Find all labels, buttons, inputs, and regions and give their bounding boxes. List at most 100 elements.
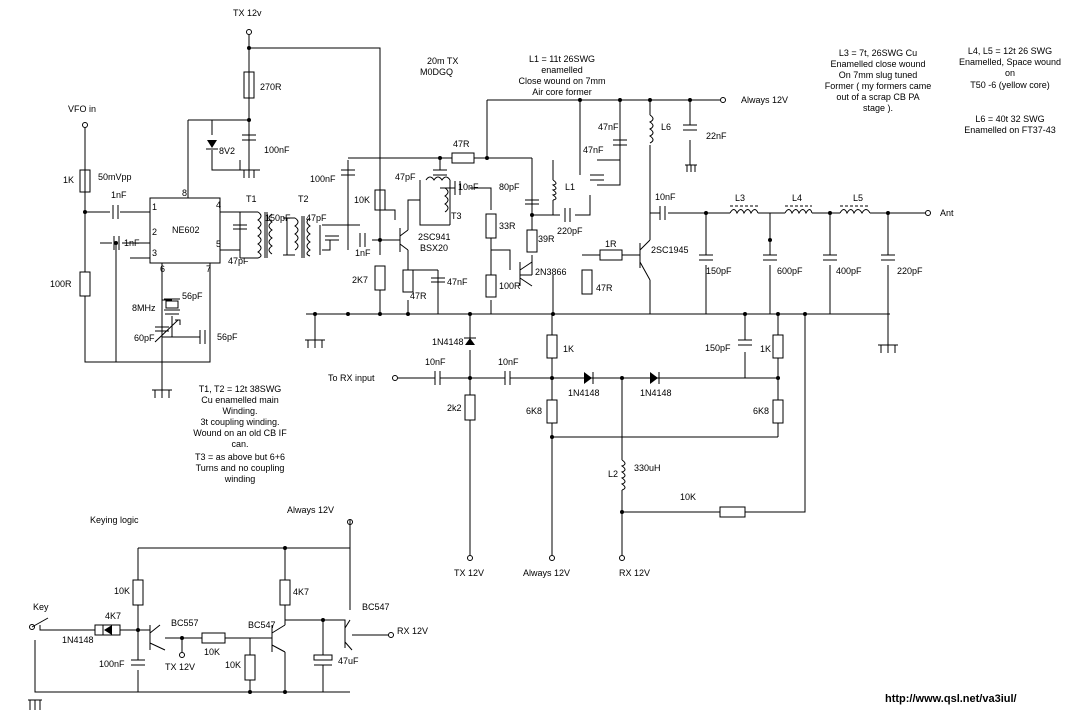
- resistor-33r: [485, 213, 497, 239]
- label-1nf-b: 1nF: [124, 238, 140, 248]
- k-transistor-bc547b: [344, 619, 353, 651]
- label-1nf-c: 1nF: [355, 248, 371, 258]
- cap-150pf-c: [738, 339, 752, 346]
- label-47pf-t1: 47pF: [228, 256, 249, 266]
- l1-note: enamelled: [541, 65, 583, 75]
- label-vfo-in: VFO in: [68, 104, 96, 114]
- resistor-39r: [526, 229, 538, 253]
- label-47pf-b: 47pF: [395, 172, 416, 182]
- transformer-note: can.: [231, 439, 248, 449]
- k-resistor-4k7: [94, 624, 121, 636]
- resistors: [79, 71, 784, 681]
- label-47r-a: 47R: [410, 291, 427, 301]
- label-k-bc547a: BC547: [248, 620, 276, 630]
- label-2sc941: 2SC941: [418, 232, 451, 242]
- label-56pf-b: 56pF: [217, 332, 238, 342]
- l6-note: Enamelled on FT37-43: [964, 125, 1056, 135]
- transistor-q2: [519, 261, 533, 287]
- label-t3: T3: [451, 211, 462, 221]
- l45-note: Enamelled, Space wound: [959, 57, 1061, 67]
- label-150pf-b: 150pF: [706, 266, 732, 276]
- label-k-100nf: 100nF: [99, 659, 125, 669]
- label-2k7: 2K7: [352, 275, 368, 285]
- transformer-note: Turns and no coupling: [196, 463, 285, 473]
- t3-winding: [425, 176, 451, 181]
- trimmer-60pf: [154, 319, 181, 343]
- label-key: Key: [33, 602, 49, 612]
- transformer-note: T3 = as above but 6+6: [195, 452, 285, 462]
- component-labels: TX 12v 270R 8V2 100nF VFO in 1K 50mVpp 1…: [50, 8, 954, 578]
- label-k-rx12v: RX 12V: [397, 626, 428, 636]
- transformer-note: T1, T2 = 12t 38SWG: [199, 384, 282, 394]
- label-k-bc547b: BC547: [362, 602, 390, 612]
- k-transistor-bc547a: [271, 624, 286, 653]
- transformer-note: winding: [224, 474, 256, 484]
- notes-block: 20m TX M0DGQ L1 = 11t 26SWG enamelled Cl…: [193, 46, 1061, 705]
- title-line-1: 20m TX: [427, 56, 458, 66]
- label-50mvpp: 50mVpp: [98, 172, 132, 182]
- transformer-note: Wound on an old CB IF: [193, 428, 287, 438]
- label-10nf-c: 10nF: [425, 357, 446, 367]
- pin-3-label: 3: [152, 248, 157, 258]
- cap-10nf-d: [504, 371, 511, 385]
- cap-47nf-a: [613, 139, 627, 146]
- label-10k-a: 10K: [354, 195, 370, 205]
- wires-mixer: [84, 35, 925, 390]
- label-1k-c: 1K: [760, 344, 771, 354]
- terminals: [29, 29, 931, 658]
- cap-47pf-t1: [233, 224, 247, 230]
- transformer-note: 3t coupling winding.: [200, 417, 279, 427]
- zener-8v2: [207, 140, 217, 148]
- t1-primary: [257, 211, 262, 259]
- label-10nf-b: 10nF: [655, 192, 676, 202]
- label-1nf-a: 1nF: [111, 190, 127, 200]
- label-l1: L1: [565, 182, 575, 192]
- wires-rx-switch: [398, 314, 806, 555]
- k-resistor-4k7-b: [279, 579, 291, 606]
- label-10k-b: 10K: [680, 492, 696, 502]
- cap-56pf-b: [199, 330, 206, 344]
- l1-note: L1 = 11t 26SWG: [529, 54, 595, 64]
- transformer-note: Cu enamelled main: [201, 395, 279, 405]
- pin-8-label: 8: [182, 188, 187, 198]
- l3-note: Enamelled close wound: [830, 59, 925, 69]
- label-k-10k: 10K: [114, 586, 130, 596]
- label-220pf-a: 220pF: [557, 226, 583, 236]
- ne602-label: NE602: [172, 225, 200, 235]
- label-56pf-a: 56pF: [182, 291, 203, 301]
- label-47r-c: 47R: [596, 283, 613, 293]
- cap-220pf-a: [564, 208, 571, 222]
- resistor-100r-b: [485, 274, 497, 298]
- label-39r: 39R: [538, 234, 555, 244]
- k-resistor-10k-c: [244, 654, 256, 681]
- pin-4-label: 4: [216, 200, 221, 210]
- resistor-6k8-a: [546, 399, 558, 424]
- cap-220pf-b: [881, 254, 895, 261]
- cap-47nf-b: [590, 174, 604, 181]
- transistor-q1: [399, 228, 409, 252]
- pin-1-label: 1: [152, 202, 157, 212]
- cap-47pf-b: [433, 169, 447, 176]
- cap-47pf-t2: [325, 235, 339, 241]
- label-47r-top: 47R: [453, 139, 470, 149]
- source-url: http://www.qsl.net/va3iul/: [885, 693, 1017, 705]
- label-47pf-t2: 47pF: [306, 213, 327, 223]
- inductor-l5: [839, 209, 871, 215]
- label-k-tx12v: TX 12V: [165, 662, 195, 672]
- label-ant: Ant: [940, 208, 954, 218]
- cap-10nf-c: [434, 371, 441, 385]
- inductors: [257, 114, 871, 491]
- l45-note: on: [1005, 68, 1015, 78]
- label-zener: 8V2: [219, 146, 235, 156]
- cap-56pf-a: [165, 309, 179, 315]
- ground-symbol: [685, 164, 697, 172]
- cap-22nf: [683, 124, 697, 131]
- resistor-270r: [243, 71, 255, 99]
- label-always12-top: Always 12V: [741, 95, 788, 105]
- label-bsx20: BSX20: [420, 243, 448, 253]
- resistor-6k8-b: [772, 399, 784, 424]
- title-line-2: M0DGQ: [420, 67, 453, 77]
- l1-note: Close wound on 7mm: [518, 76, 605, 86]
- resistor-47r-a: [402, 269, 414, 293]
- cap-100nf-b: [341, 169, 355, 176]
